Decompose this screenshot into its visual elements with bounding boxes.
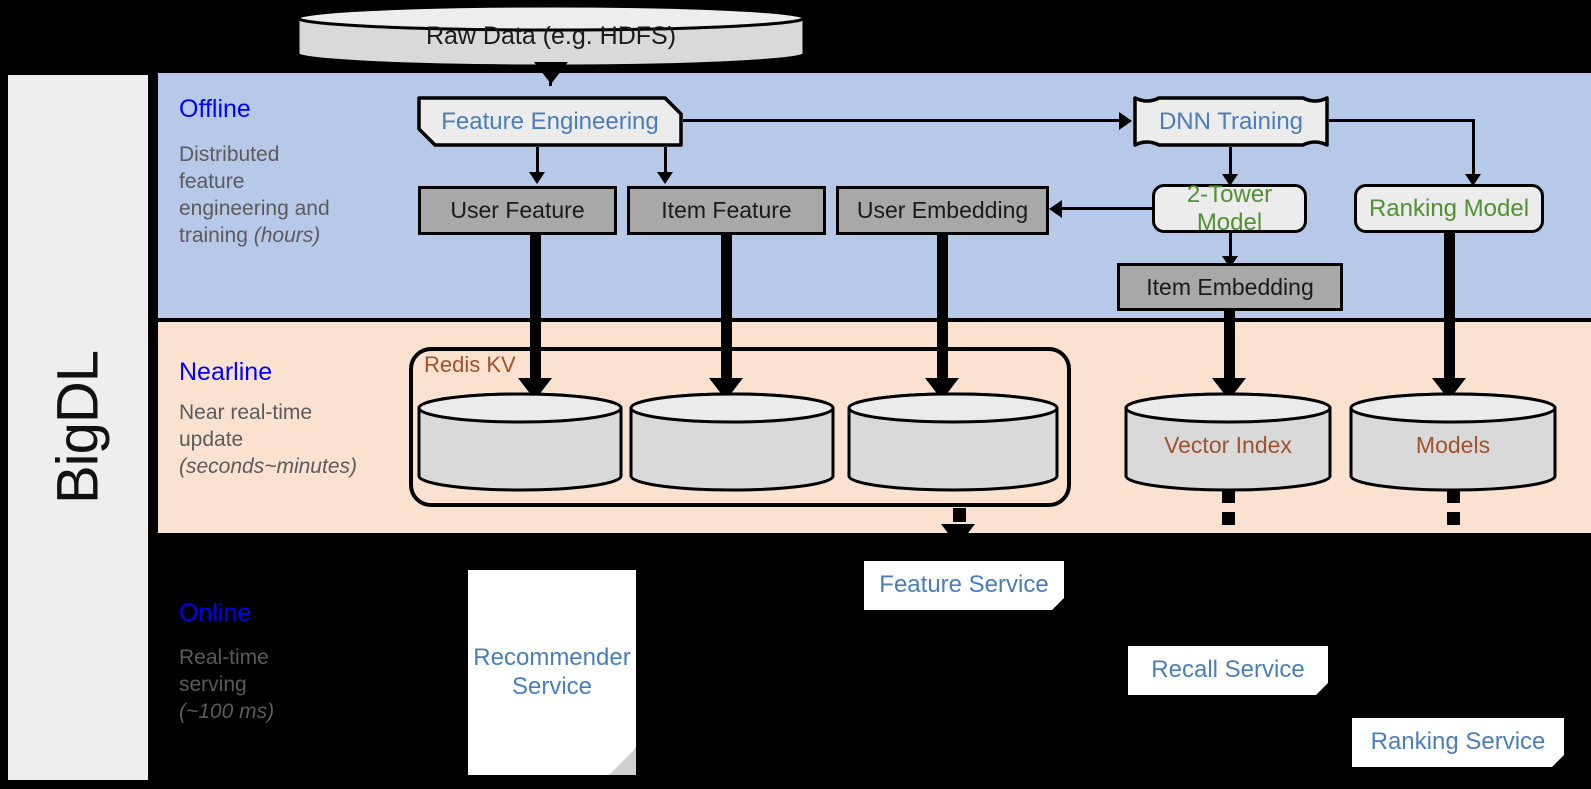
- online-description: Real-time serving (~100 ms): [179, 645, 394, 726]
- nearline-description: Near real-time update (seconds~minutes): [179, 400, 409, 481]
- offline-desc-l3: engineering and: [179, 196, 330, 220]
- bigdl-framework-rail: BigDL: [8, 75, 148, 780]
- recall-service-label: Recall Service: [1151, 656, 1305, 684]
- connector-rankingmodel-models-line: [1444, 231, 1455, 386]
- vector-index-label: Vector Index: [1164, 432, 1292, 458]
- feature-engineering-label: Feature Engineering: [441, 107, 659, 135]
- user-feature-node[interactable]: User Feature: [418, 186, 617, 235]
- two-tower-model-label: 2-Tower Model: [1186, 180, 1273, 236]
- item-feature-label: Item Feature: [661, 197, 792, 223]
- connector-fe-itemfeature-arrow: [657, 172, 673, 184]
- item-feature-node[interactable]: Item Feature: [627, 186, 826, 235]
- dnn-training-label: DNN Training: [1158, 107, 1304, 135]
- dnn-training-node[interactable]: DNN Training: [1133, 96, 1329, 147]
- connector-redis-featureservice-dash1: [953, 508, 966, 522]
- feature-service-node[interactable]: Feature Service: [864, 561, 1064, 610]
- redis-kv-label: Redis KV: [424, 352, 516, 377]
- offline-desc-l4: training: [179, 223, 254, 247]
- connector-itemfeature-redis-line: [721, 233, 732, 386]
- connector-vectorindex-recall-dash2: [1222, 512, 1235, 525]
- connector-twotower-userembedding-arrow: [1049, 200, 1062, 218]
- connector-fe-itemfeature-line: [664, 147, 667, 175]
- connector-twotower-userembedding-line: [1062, 207, 1152, 210]
- connector-models-ranking-dash2: [1447, 512, 1460, 525]
- item-embedding-node[interactable]: Item Embedding: [1117, 263, 1343, 311]
- nearline-desc-l3: (seconds~minutes): [179, 454, 357, 478]
- connector-itemembedding-vectorindex-line: [1224, 309, 1235, 386]
- recall-service-node[interactable]: Recall Service: [1128, 646, 1328, 695]
- redis-kv-container[interactable]: [409, 347, 1071, 507]
- online-desc-l3: (~100 ms): [179, 699, 275, 723]
- recommender-service-label: Recommender Service: [468, 570, 636, 775]
- connector-dnn-twotower-arrow: [1222, 174, 1238, 186]
- ranking-model-label: Ranking Model: [1368, 194, 1530, 222]
- feature-engineering-node[interactable]: Feature Engineering: [417, 96, 683, 147]
- offline-desc-l4-italic: (hours): [253, 223, 321, 247]
- connector-fe-userfeature-line: [536, 147, 539, 175]
- online-desc-l2: serving: [179, 672, 247, 696]
- connector-rawdata-fe-arrow: [534, 62, 568, 84]
- item-feature-store-cylinder[interactable]: [629, 392, 835, 492]
- vector-index-cylinder[interactable]: Vector Index: [1124, 392, 1332, 492]
- models-label: Models: [1415, 432, 1491, 458]
- recommender-service-node[interactable]: Recommender Service: [468, 570, 636, 775]
- connector-dnn-ranking-h: [1329, 119, 1475, 122]
- connector-dnn-ranking-arrow: [1465, 174, 1481, 186]
- connector-vectorindex-recall-dash1: [1222, 489, 1235, 503]
- connector-fe-dnn-arrow: [1119, 112, 1132, 130]
- connector-fe-dnn-line: [683, 119, 1120, 122]
- ranking-model-node[interactable]: Ranking Model: [1354, 184, 1544, 233]
- user-embedding-node[interactable]: User Embedding: [836, 186, 1049, 235]
- connector-userfeature-redis-line: [530, 233, 541, 386]
- user-embedding-label: User Embedding: [856, 197, 1029, 223]
- models-cylinder[interactable]: Models: [1349, 392, 1557, 492]
- connector-fe-userfeature-arrow: [529, 172, 545, 184]
- raw-data-label: Raw Data (e.g. HDFS): [425, 22, 677, 50]
- ranking-service-node[interactable]: Ranking Service: [1352, 718, 1564, 767]
- connector-dnn-ranking-v: [1472, 119, 1475, 177]
- nearline-desc-l1: Near real-time: [179, 401, 313, 424]
- connector-dnn-twotower-line: [1229, 147, 1232, 177]
- offline-desc-l2: feature: [179, 169, 245, 193]
- two-tower-model-node[interactable]: 2-Tower Model: [1152, 181, 1307, 236]
- raw-data-cylinder: Raw Data (e.g. HDFS): [296, 4, 806, 68]
- offline-desc-l1: Distributed: [179, 143, 280, 166]
- offline-title: Offline: [179, 95, 251, 123]
- connector-redis-featureservice-arrow: [941, 524, 975, 546]
- nearline-title: Nearline: [179, 358, 273, 386]
- user-feature-label: User Feature: [450, 197, 585, 223]
- user-feature-store-cylinder[interactable]: [417, 392, 623, 492]
- bigdl-label: BigDL: [45, 351, 111, 504]
- item-embedding-label: Item Embedding: [1146, 273, 1314, 300]
- connector-userembedding-redis-line: [937, 233, 948, 386]
- nearline-desc-l2: update: [179, 427, 244, 451]
- online-desc-l1: Real-time: [179, 646, 269, 669]
- user-embedding-store-cylinder[interactable]: [847, 392, 1059, 492]
- offline-description: Distributed feature engineering and trai…: [179, 142, 394, 250]
- online-title: Online: [179, 599, 252, 627]
- recommender-service-label-l1: Recommender: [473, 643, 631, 671]
- connector-models-ranking-dash1: [1447, 489, 1460, 503]
- feature-service-label: Feature Service: [879, 571, 1049, 599]
- connector-twotower-itemembedding-line: [1229, 233, 1232, 259]
- recommender-service-label-l2: Service: [511, 672, 593, 700]
- ranking-service-label: Ranking Service: [1370, 728, 1546, 756]
